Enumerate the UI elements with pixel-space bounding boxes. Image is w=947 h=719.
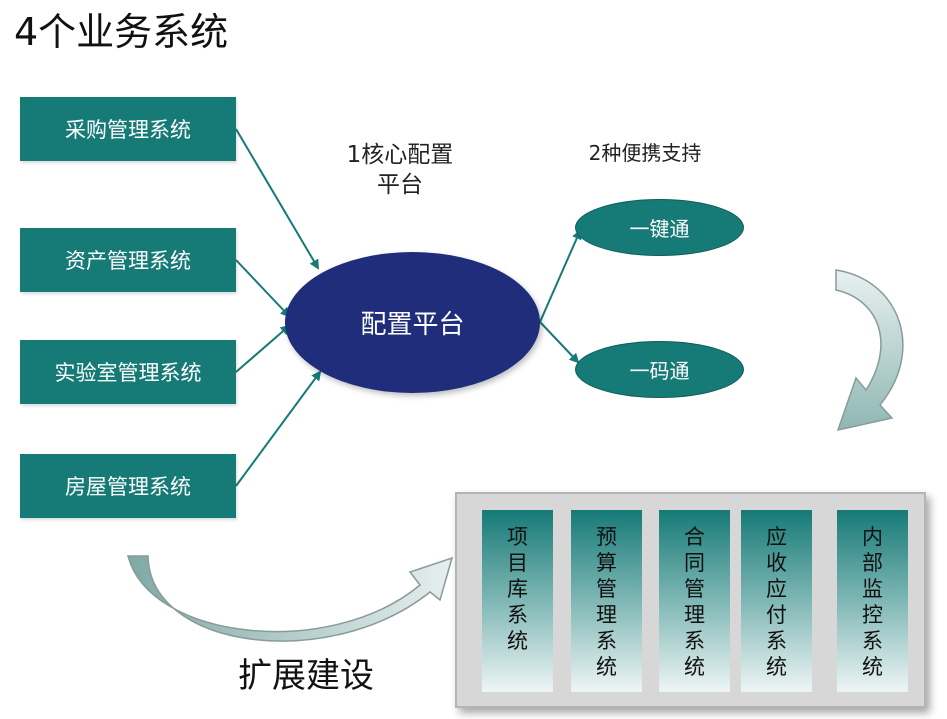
- vertical-char: 内: [862, 525, 883, 549]
- curved-arrow-left-up-icon: [127, 555, 454, 642]
- system-box-asset: 资产管理系统: [20, 228, 236, 292]
- portable-node-onecode: 一码通: [575, 341, 744, 398]
- vertical-char: 系: [596, 629, 617, 653]
- portable-node-label: 一键通: [629, 217, 690, 241]
- vertical-char: 统: [766, 655, 787, 679]
- vertical-char: 合: [684, 525, 705, 549]
- core-caption-line2: 平台: [377, 172, 423, 198]
- system-box-house: 房屋管理系统: [20, 454, 236, 518]
- system-box-label: 实验室管理系统: [54, 361, 202, 385]
- vertical-char: 应: [766, 577, 787, 601]
- core-caption: 1核心配置 平台: [320, 140, 480, 200]
- curved-arrow-right-down-icon: [835, 269, 904, 432]
- vertical-char: 统: [684, 655, 705, 679]
- vertical-char: 管: [684, 577, 705, 601]
- extension-column: 预算管理系统: [571, 510, 642, 692]
- portable-caption: 2种便携支持: [588, 141, 702, 165]
- system-box-purchase: 采购管理系统: [20, 97, 236, 161]
- vertical-char: 统: [507, 629, 528, 653]
- extension-column: 应收应付系统: [741, 510, 812, 692]
- vertical-char: 同: [684, 551, 705, 575]
- link-platform-to-onecode: [539, 321, 580, 364]
- vertical-char: 系: [507, 603, 528, 627]
- link-house-to-platform: [235, 370, 322, 487]
- link-platform-to-onekey: [539, 229, 582, 323]
- vertical-char: 管: [596, 577, 617, 601]
- system-box-label: 房屋管理系统: [65, 475, 191, 499]
- extension-column-text: 项目库系统: [482, 524, 553, 654]
- vertical-char: 目: [507, 551, 528, 575]
- extension-column: 项目库系统: [482, 510, 553, 692]
- vertical-char: 应: [766, 525, 787, 549]
- vertical-char: 系: [862, 629, 883, 653]
- vertical-char: 理: [684, 603, 705, 627]
- vertical-char: 预: [596, 525, 617, 549]
- page-title: 4个业务系统: [14, 10, 229, 54]
- extension-column: 合同管理系统: [659, 510, 730, 692]
- system-box-label: 资产管理系统: [65, 249, 191, 273]
- vertical-char: 监: [862, 577, 883, 601]
- link-lab-to-platform: [235, 324, 291, 373]
- config-platform-node: 配置平台: [285, 252, 540, 393]
- extension-panel: 项目库系统 预算管理系统 合同管理系统 应收应付系统 内部监控系统: [455, 492, 926, 708]
- system-box-lab: 实验室管理系统: [20, 340, 236, 404]
- vertical-char: 算: [596, 551, 617, 575]
- vertical-char: 付: [766, 603, 787, 627]
- extension-column-text: 合同管理系统: [659, 524, 730, 680]
- vertical-char: 系: [766, 629, 787, 653]
- vertical-char: 部: [862, 551, 883, 575]
- vertical-char: 控: [862, 603, 883, 627]
- extension-column: 内部监控系统: [837, 510, 908, 692]
- vertical-char: 收: [766, 551, 787, 575]
- config-platform-label: 配置平台: [360, 310, 465, 340]
- extension-column-text: 预算管理系统: [571, 524, 642, 680]
- vertical-char: 系: [684, 629, 705, 653]
- vertical-char: 库: [507, 577, 528, 601]
- link-purchase-to-platform: [235, 128, 320, 270]
- vertical-char: 项: [507, 525, 528, 549]
- extension-column-text: 应收应付系统: [741, 524, 812, 680]
- vertical-char: 统: [596, 655, 617, 679]
- extension-label: 扩展建设: [238, 656, 374, 696]
- vertical-char: 统: [862, 655, 883, 679]
- system-box-label: 采购管理系统: [65, 118, 191, 142]
- portable-node-onekey: 一键通: [575, 199, 744, 256]
- portable-node-label: 一码通: [629, 359, 690, 383]
- link-asset-to-platform: [235, 259, 291, 318]
- vertical-char: 理: [596, 603, 617, 627]
- core-caption-line1: 1核心配置: [346, 142, 454, 168]
- extension-column-text: 内部监控系统: [837, 524, 908, 680]
